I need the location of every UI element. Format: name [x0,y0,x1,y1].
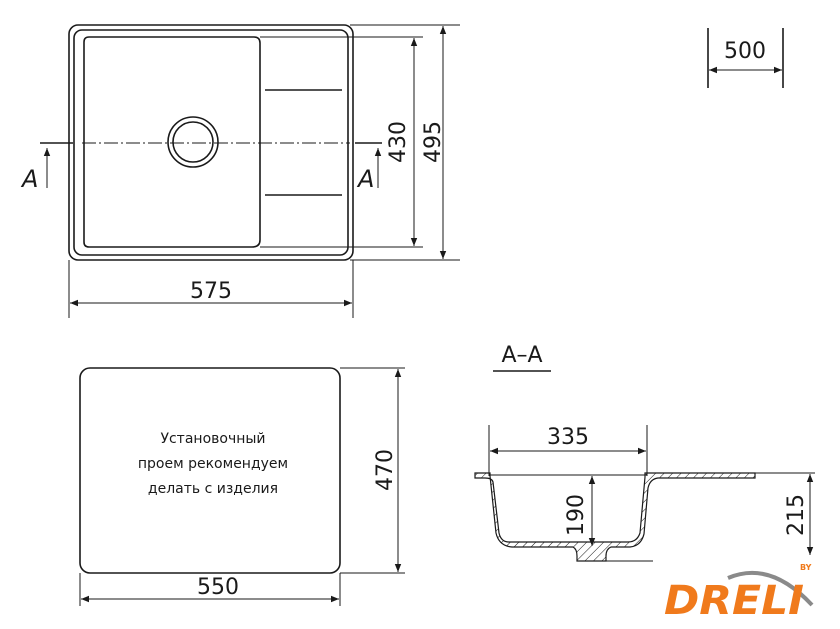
cutout-note-line-1: Установочный [160,431,265,447]
dim-label-190: 190 [564,494,589,536]
cutout-view: Установочный проем рекомендуем делать с … [79,367,405,606]
cutout-outline [79,367,341,574]
drain-outer [167,116,219,168]
dim-label-215: 215 [784,494,809,536]
dim-label-430: 430 [386,121,411,163]
dim-label-335: 335 [547,425,589,450]
section-title: A–A [501,343,542,368]
logo-brand-text: DRELI [664,578,804,624]
drain-inner [172,121,214,163]
section-view: A–A 335 190 215 [474,343,815,562]
section-mark-right: A [356,165,374,193]
dim-label-470: 470 [373,449,398,491]
top-view: A A 430 495 575 [20,24,460,318]
dim-label-550: 550 [197,575,239,600]
cabinet-size: 500 [707,28,784,88]
cabinet-dim-label: 500 [724,39,766,64]
section-profile [474,472,756,562]
cutout-note-line-2: проем рекомендуем [138,456,288,472]
cutout-note-line-3: делать с изделия [148,481,278,497]
sink-bowl [83,36,261,248]
logo-by-text: BY [800,563,812,572]
dim-label-495: 495 [421,121,446,163]
dreli-logo: DRELI BY [664,563,814,624]
section-mark-left: A [20,165,38,193]
dim-label-575: 575 [190,279,232,304]
